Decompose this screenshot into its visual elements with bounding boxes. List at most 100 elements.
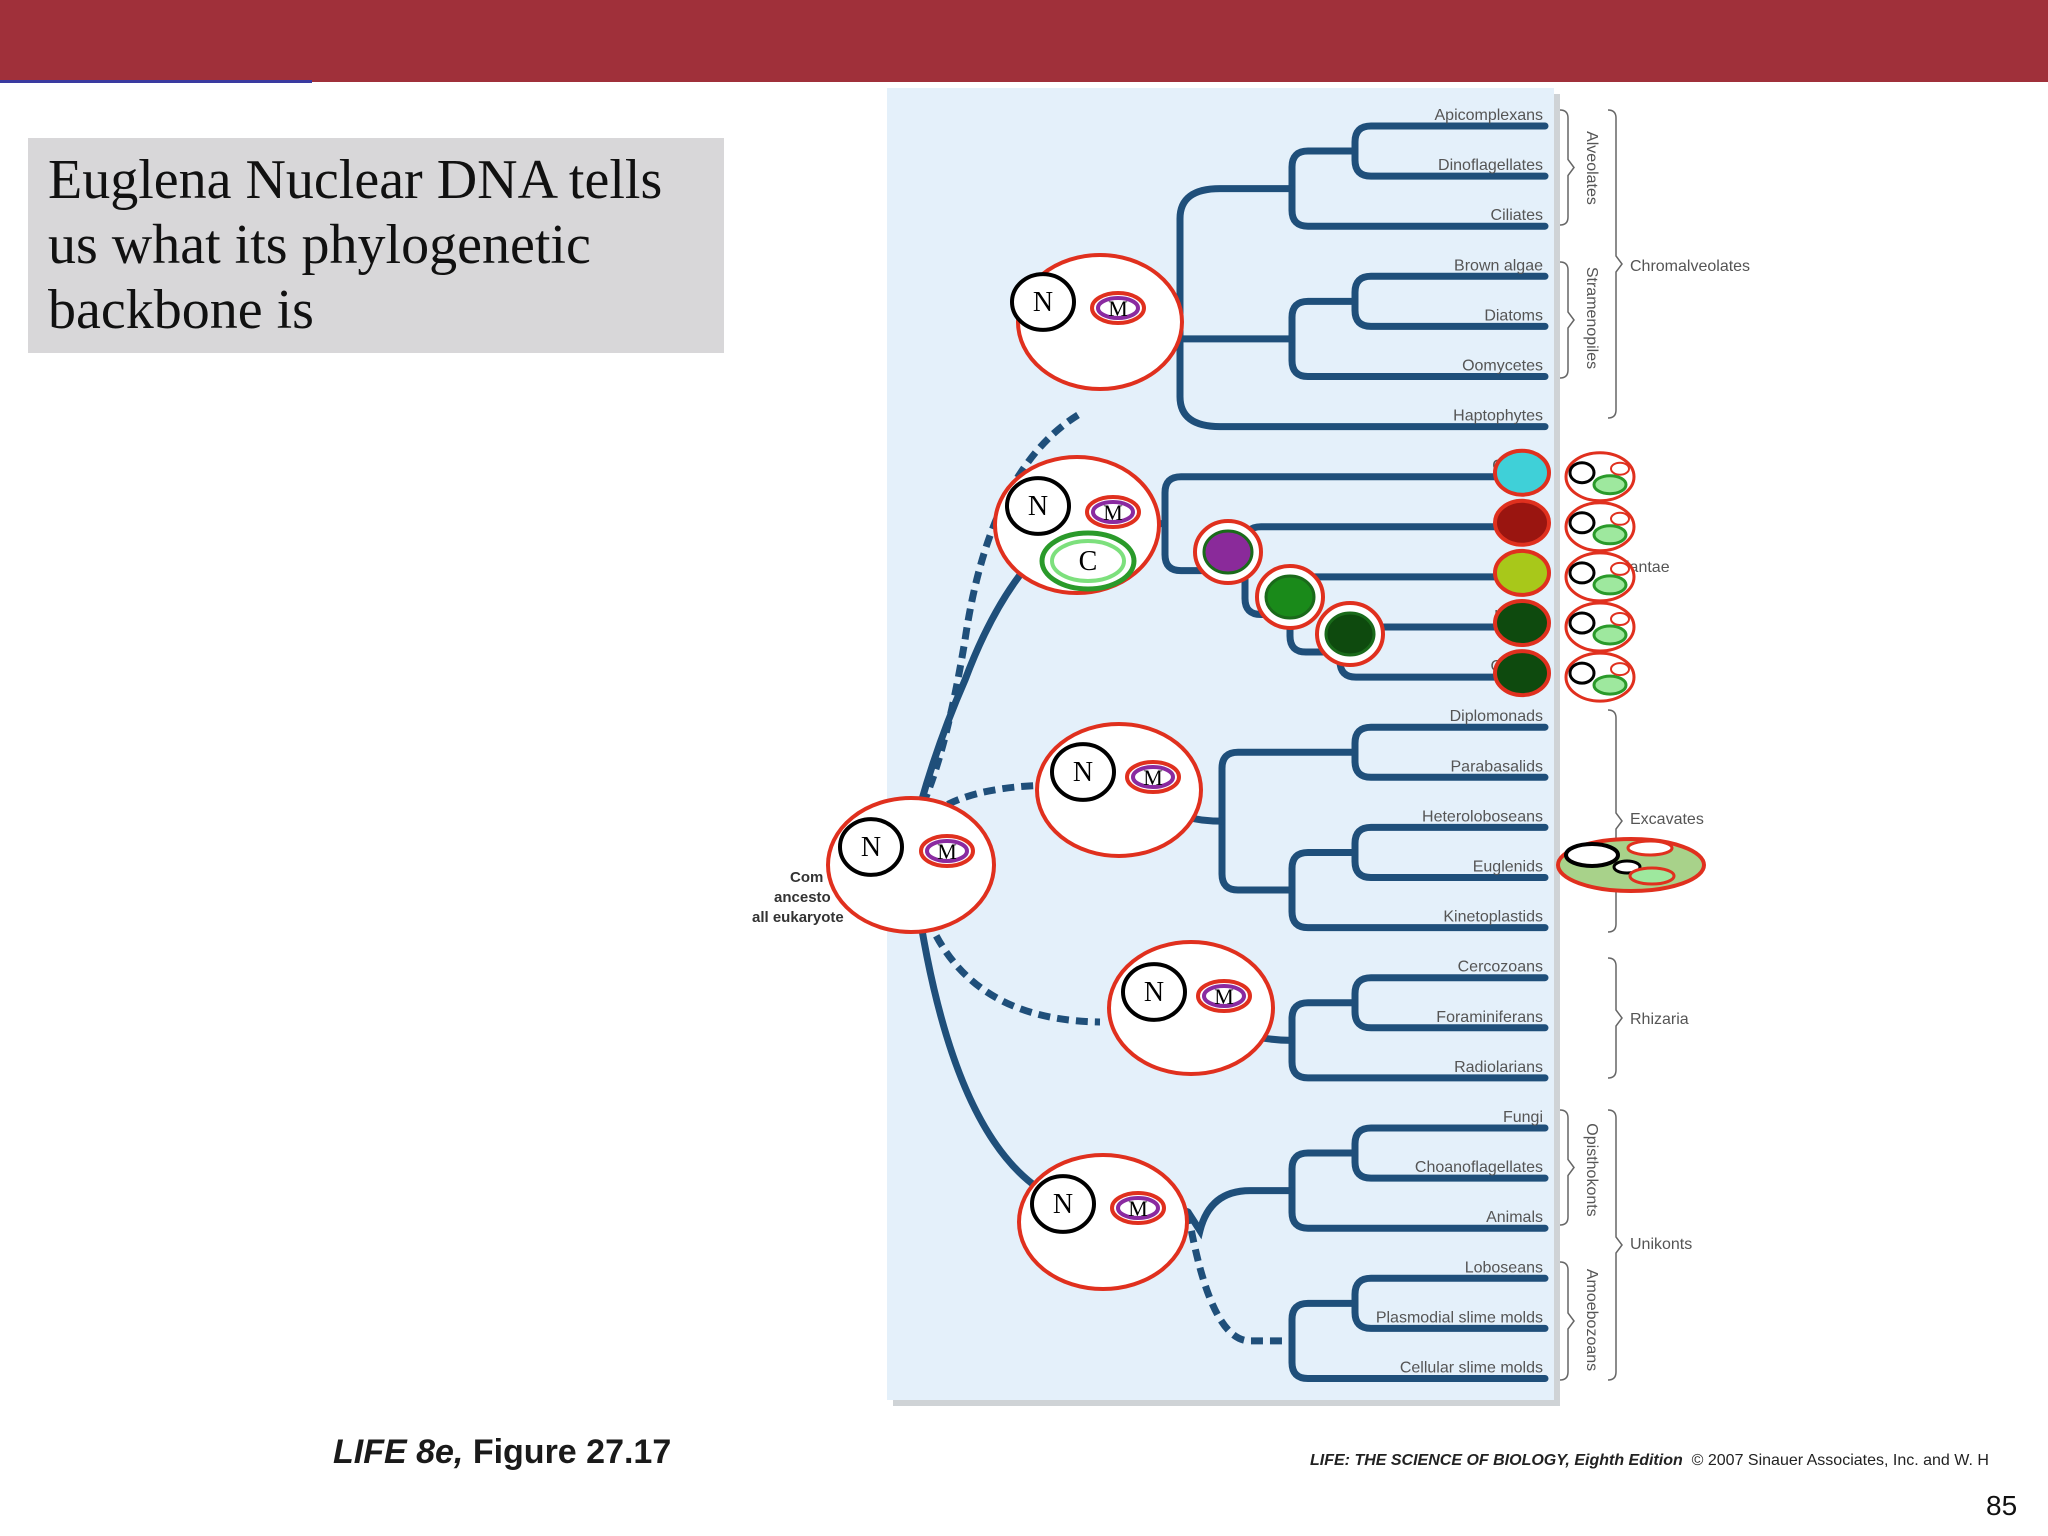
cell-plantae-ancestor-chloroplast-inner [1050, 539, 1126, 583]
taxon-label: Foraminiferans [1436, 1009, 1543, 1026]
label-chromalveolates: Chromalveolates [1630, 258, 1750, 275]
bracket-excavates [1607, 709, 1623, 933]
cell-common-ancestor-mitochondrion-label: M [937, 839, 957, 864]
label-rhizaria: Rhizaria [1630, 1011, 1689, 1028]
taxon-label: Brown algae [1454, 257, 1543, 274]
mini-cell-mito-3 [1610, 612, 1630, 626]
cell-plantae-ancestor-nucleus [1005, 476, 1071, 536]
cell-plantae-ancestor-mitochondrion-inner [1091, 500, 1135, 524]
header-bar [0, 0, 2048, 82]
plastid-tip-0 [1493, 448, 1551, 497]
taxon-label: Cercozoans [1458, 959, 1543, 976]
branch-amoebozoan-stem [1184, 1211, 1292, 1345]
cell-excavates-nucleus-label: N [1073, 757, 1093, 788]
credit-copyright: © 2007 Sinauer Associates, Inc. and W. H [1691, 1452, 1989, 1469]
mini-cell-nucleus-4 [1568, 661, 1596, 685]
mini-cell-chloroplast-1 [1592, 524, 1628, 546]
taxon-label: Choanoflagellates [1415, 1159, 1543, 1176]
mini-cell-mito-4 [1610, 662, 1630, 677]
mini-cell-mito-2 [1610, 561, 1630, 576]
taxon-label: Diatoms [1484, 307, 1543, 324]
label-stramenopiles: Stramenopiles [1583, 267, 1600, 369]
bracket-amoebozoans [1559, 1261, 1575, 1381]
mini-cell-nucleus-1 [1568, 511, 1596, 535]
credit-line: LIFE: THE SCIENCE OF BIOLOGY, Eighth Edi… [1310, 1452, 1989, 1470]
euglena-mitochondrion [1626, 839, 1674, 857]
label-amoebozoans: Amoebozoans [1583, 1269, 1600, 1371]
taxon-label: Oomycetes [1462, 358, 1543, 375]
taxon-label: Ciliates [1491, 207, 1543, 224]
cell-chromalveolates-mitochondrion-label: M [1108, 296, 1128, 321]
euglena-nucleus [1564, 842, 1620, 868]
taxon-label: Plasmodial slime molds [1376, 1309, 1543, 1326]
bracket-alveolates [1559, 109, 1575, 226]
mini-cell-nucleus-3 [1568, 611, 1596, 635]
figure-panel [887, 88, 1554, 1400]
ancestor-label-1: Com [790, 869, 823, 886]
bracket-unikonts [1607, 1109, 1623, 1381]
mini-cell-nucleus-2 [1568, 561, 1596, 585]
mini-cell-mito-1 [1610, 511, 1630, 526]
bracket-rhizaria [1607, 957, 1623, 1079]
cell-common-ancestor-mitochondrion-inner [925, 839, 969, 863]
mini-cell-chloroplast-3 [1592, 624, 1628, 646]
cell-chromalveolates-mitochondrion-inner [1096, 296, 1140, 320]
plastid-red-node [1202, 529, 1254, 575]
plastid-green-node [1264, 574, 1316, 620]
cell-excavates-nucleus [1050, 742, 1116, 802]
plastid-tip-2 [1493, 548, 1551, 597]
cell-rhizaria-nucleus [1121, 962, 1187, 1022]
cell-chromalveolates-nucleus [1010, 272, 1076, 332]
taxon-label: Kinetoplastids [1443, 909, 1543, 926]
mini-cell-chloroplast-2 [1592, 574, 1628, 596]
mini-cell-chloroplast-0 [1592, 474, 1628, 496]
taxon-label: Dinoflagellates [1438, 157, 1543, 174]
taxon-label: Haptophytes [1453, 408, 1543, 425]
page-number: 85 [1986, 1490, 2018, 1521]
taxon-label: Radiolarians [1454, 1059, 1543, 1076]
bracket-stramenopiles [1559, 261, 1575, 379]
caption-book: LIFE 8e, [333, 1433, 464, 1471]
mini-cell-chloroplast-4 [1592, 674, 1628, 696]
cell-unikonts-mitochondrion-label: M [1128, 1196, 1148, 1221]
header-underline [0, 80, 312, 83]
mini-cell-nucleus-0 [1568, 461, 1596, 485]
caption-figure-number: Figure 27.17 [472, 1433, 672, 1471]
cell-unikonts-mitochondrion-inner [1116, 1196, 1160, 1220]
taxon-label: Diplomonads [1450, 708, 1543, 725]
cell-chromalveolates-nucleus-label: N [1033, 287, 1053, 318]
branch-unikonts-upper [1184, 1187, 1296, 1240]
branch-chromalveolate-dashed [914, 412, 1080, 817]
cell-common-ancestor-nucleus [838, 817, 904, 877]
cell-rhizaria-nucleus-label: N [1144, 977, 1164, 1008]
plastid-tip-4 [1493, 649, 1551, 698]
ancestor-label-2: ancesto [774, 889, 831, 906]
plastid-tip-1 [1493, 498, 1551, 547]
title-box [28, 138, 724, 353]
cell-unikonts-nucleus [1030, 1174, 1096, 1234]
branch-excavate-dashed [906, 781, 1061, 847]
cell-rhizaria-mitochondrion-label: M [1214, 984, 1234, 1009]
tree-labels: ApicomplexansDinoflagellatesCiliatesBrow… [1376, 107, 1543, 1377]
taxon-label: Animals [1486, 1209, 1543, 1226]
cell-excavates-mitochondrion-inner [1131, 765, 1175, 789]
taxon-label: Apicomplexans [1435, 107, 1544, 124]
plastid-tip-3 [1493, 599, 1551, 647]
taxon-label: Euglenids [1473, 859, 1543, 876]
label-opisthokonts: Opisthokonts [1583, 1123, 1600, 1216]
mini-cell-mito-0 [1610, 461, 1630, 476]
slide-title: Euglena Nuclear DNA tells us what its ph… [48, 149, 663, 341]
label-unikonts: Unikonts [1630, 1236, 1692, 1253]
cell-plantae-ancestor-mitochondrion-label: M [1103, 500, 1123, 525]
label-alveolates: Alveolates [1583, 131, 1600, 205]
cell-rhizaria-mitochondrion-inner [1202, 984, 1246, 1008]
bracket-chromalveolates [1607, 109, 1623, 419]
label-plantae: lantae [1626, 559, 1670, 576]
cell-excavates-mitochondrion-label: M [1143, 765, 1163, 790]
taxon-label: Heteroloboseans [1422, 808, 1543, 825]
credit-book-title: LIFE: THE SCIENCE OF BIOLOGY, Eighth Edi… [1310, 1452, 1683, 1469]
label-excavates: Excavates [1630, 811, 1704, 828]
